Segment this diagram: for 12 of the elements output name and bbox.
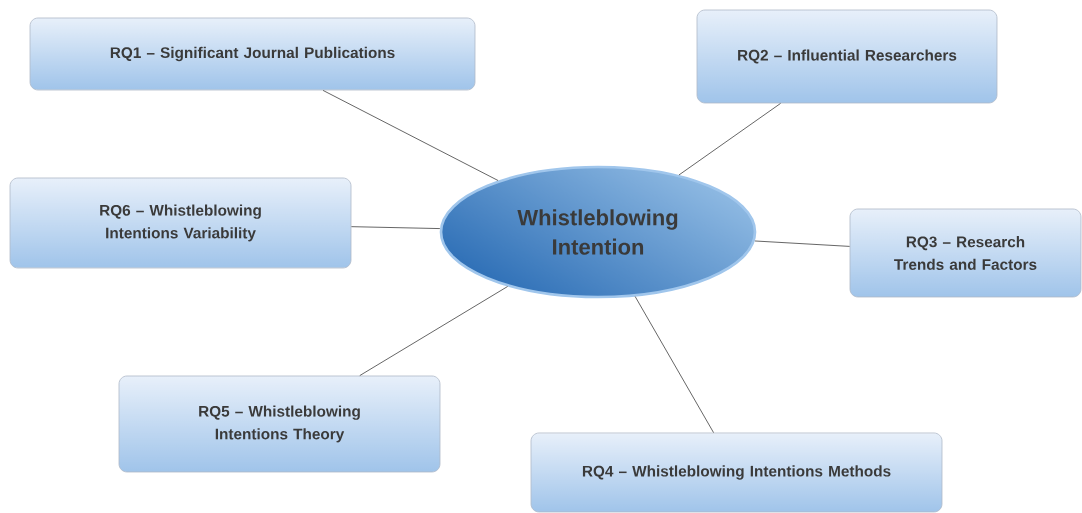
topic-box: RQ3 – Research Trends and Factors bbox=[849, 208, 1082, 298]
topic-box: RQ5 – Whistleblowing Intentions Theory bbox=[118, 375, 441, 473]
topic-box: RQ4 – Whistleblowing Intentions Methods bbox=[530, 432, 943, 513]
connector-line bbox=[350, 226, 441, 230]
connector-line bbox=[359, 286, 509, 377]
topic-box: RQ2 – Influential Researchers bbox=[696, 9, 998, 104]
connector-line bbox=[678, 102, 782, 176]
connector-line bbox=[634, 296, 714, 434]
connector-line bbox=[322, 89, 499, 181]
topic-box: RQ6 – Whistleblowing Intentions Variability bbox=[9, 177, 352, 269]
connector-line bbox=[754, 240, 851, 247]
topic-box: RQ1 – Significant Journal Publications bbox=[29, 17, 476, 91]
